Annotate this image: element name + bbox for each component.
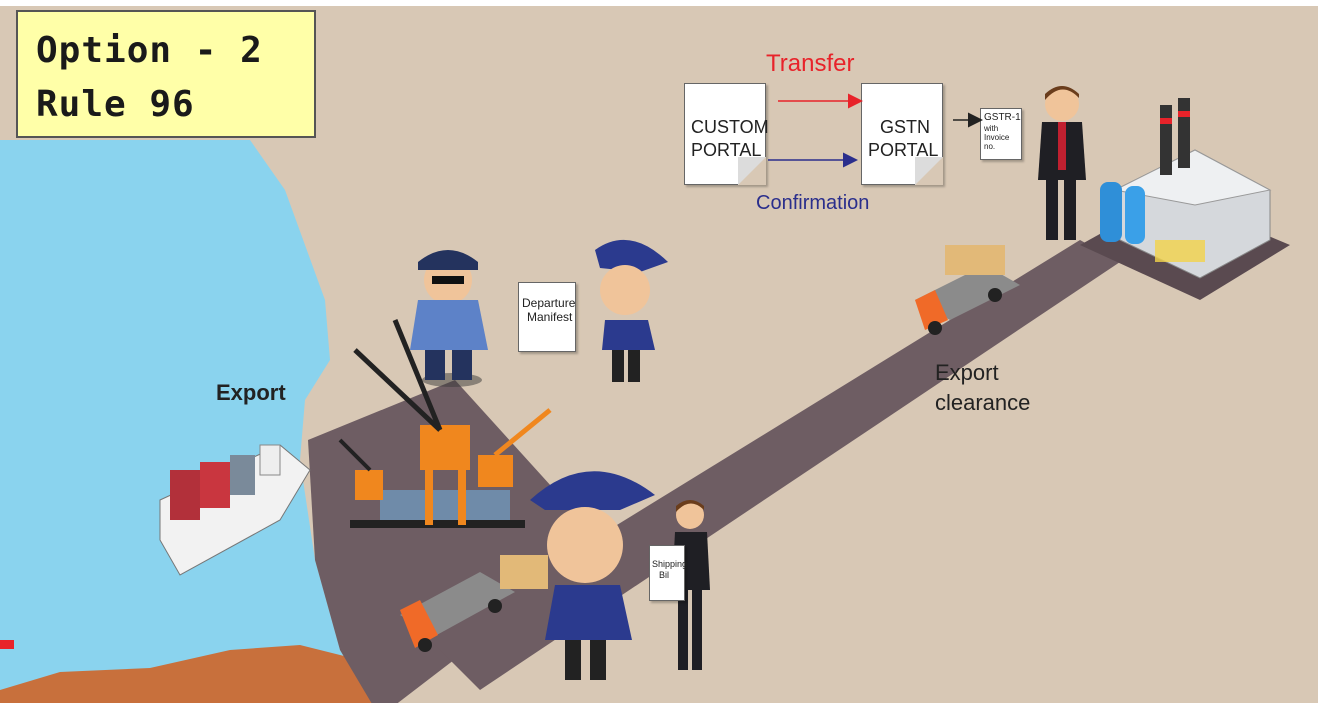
departure-line-2: Manifest <box>527 310 573 324</box>
doc-fold-icon <box>915 157 943 185</box>
edge-marker <box>0 640 14 649</box>
truck-icon-bottom <box>400 555 548 652</box>
departure-line-1: Departure <box>522 296 576 310</box>
shipping-bill-document: Shipping Bil <box>649 545 688 601</box>
gstn-portal-document: GSTN PORTAL <box>861 83 943 185</box>
custom-portal-label-1: CUSTOM <box>691 117 769 137</box>
businessman-icon-top <box>1038 86 1086 240</box>
truck-icon-top <box>915 245 1020 335</box>
title-option: Option - 2 <box>36 30 263 71</box>
export-clearance-line-2: clearance <box>935 390 1031 415</box>
officer-icon-bottom <box>530 471 655 680</box>
export-label: Export <box>216 380 286 405</box>
custom-portal-document: CUSTOM PORTAL <box>684 83 769 185</box>
title-box: Option - 2 Rule 96 <box>16 10 316 138</box>
doc-fold-icon <box>738 157 766 185</box>
sea-area <box>0 140 375 709</box>
gstn-portal-label-2: PORTAL <box>868 140 939 160</box>
shipping-line-2: Bil <box>659 570 670 580</box>
gstn-portal-label-1: GSTN <box>880 117 931 137</box>
policeman-icon <box>410 250 488 387</box>
gstr-document: GSTR-1 with Invoice no. <box>980 108 1022 160</box>
ship-icon <box>159 444 311 576</box>
gstr-line-1: GSTR-1 <box>984 112 1021 123</box>
confirmation-label: Confirmation <box>756 192 870 214</box>
shore-sand <box>0 645 390 709</box>
departure-manifest-document: Departure Manifest <box>518 282 576 352</box>
title-rule: Rule 96 <box>36 84 195 125</box>
gstr-line-2: with <box>984 124 999 133</box>
port-cranes-icon <box>338 319 552 528</box>
transfer-label: Transfer <box>766 50 855 77</box>
factory-icon <box>1100 98 1272 279</box>
gstr-line-3: Invoice <box>984 133 1010 142</box>
officer-icon-top <box>595 239 668 382</box>
port-pier <box>308 380 600 709</box>
custom-portal-label-2: PORTAL <box>691 140 762 160</box>
gstr-line-4: no. <box>984 142 996 151</box>
shipping-line-1: Shipping <box>652 559 688 569</box>
export-clearance-line-1: Export <box>935 360 999 385</box>
